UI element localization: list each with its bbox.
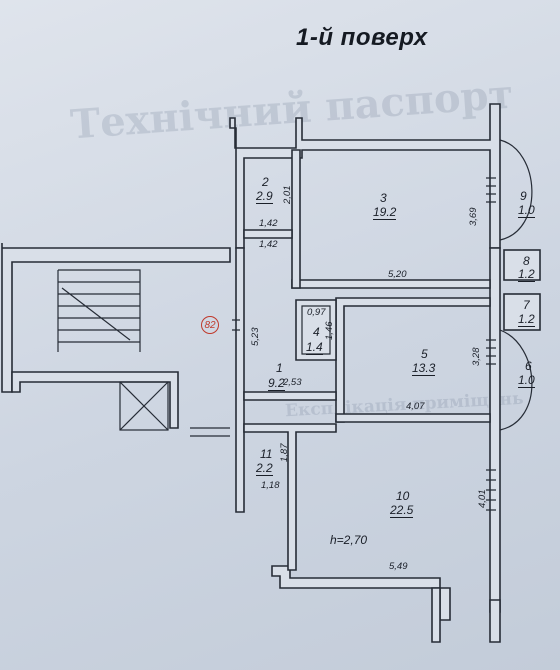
dim-5-20: 5,20 [388,269,407,280]
room-11-number: 11 [260,447,273,461]
room-8-area: 1.2 [518,267,535,282]
dim-1-42-a: 1,42 [259,218,278,229]
dim-1-18: 1,18 [261,480,280,491]
stairwell-walls [1,243,231,393]
balcony-6 [499,329,533,431]
room-3-area: 19.2 [373,205,397,220]
elevator-shaft [119,381,169,431]
stair-flights [57,269,141,352]
dim-2-01: 2,01 [282,185,293,205]
room-4-number: 4 [313,325,320,339]
balcony-9 [499,139,533,241]
room-5-area: 13.3 [412,361,436,376]
dim-3-69: 3,69 [468,207,479,227]
marker-82: 82 [201,316,219,334]
dim-3-28: 3,28 [471,347,482,367]
dim-2-53: 2,53 [283,377,302,388]
room-10-number: 10 [396,489,410,503]
dim-1-46: 1,46 [324,321,335,341]
room-6-area: 1.0 [518,373,535,388]
room-3-number: 3 [380,191,387,205]
closet-7 [503,293,541,331]
closet-8 [503,249,541,281]
room-11-area: 2.2 [256,461,273,476]
room-2-number: 2 [262,175,269,189]
page-title: 1-й поверх [296,24,428,51]
outer-wall-bottom [271,565,451,621]
room-7-number: 7 [523,298,530,312]
room-8-number: 8 [523,254,530,268]
dim-4-01: 4,01 [477,489,488,509]
ceiling-height: h=2,70 [330,533,368,547]
dim-1-87: 1,87 [279,443,290,463]
room-5-number: 5 [421,347,428,361]
room-1-number: 1 [276,361,283,375]
outer-wall-right [489,247,501,613]
wall-room4 [295,299,337,361]
dim-4-07: 4,07 [406,401,425,412]
dim-5-23: 5,23 [250,327,261,347]
room-1-area: 9.2 [268,376,285,391]
room-9-number: 9 [520,189,527,203]
dim-1-42-b: 1,42 [259,239,278,250]
room-10-area: 22.5 [390,503,414,518]
room-2-area: 2.9 [256,189,273,204]
wall-room10 [243,423,337,571]
wall-room3-bottom [291,279,491,289]
wall-room2 [243,229,293,239]
room-7-area: 1.2 [518,312,535,327]
room-6-number: 6 [525,359,532,373]
outer-wall-left [235,247,245,513]
dim-0-97: 0,97 [307,307,326,318]
room-4-area: 1.4 [306,340,323,355]
dim-5-49: 5,49 [389,561,408,572]
room-9-area: 1.0 [518,203,535,218]
